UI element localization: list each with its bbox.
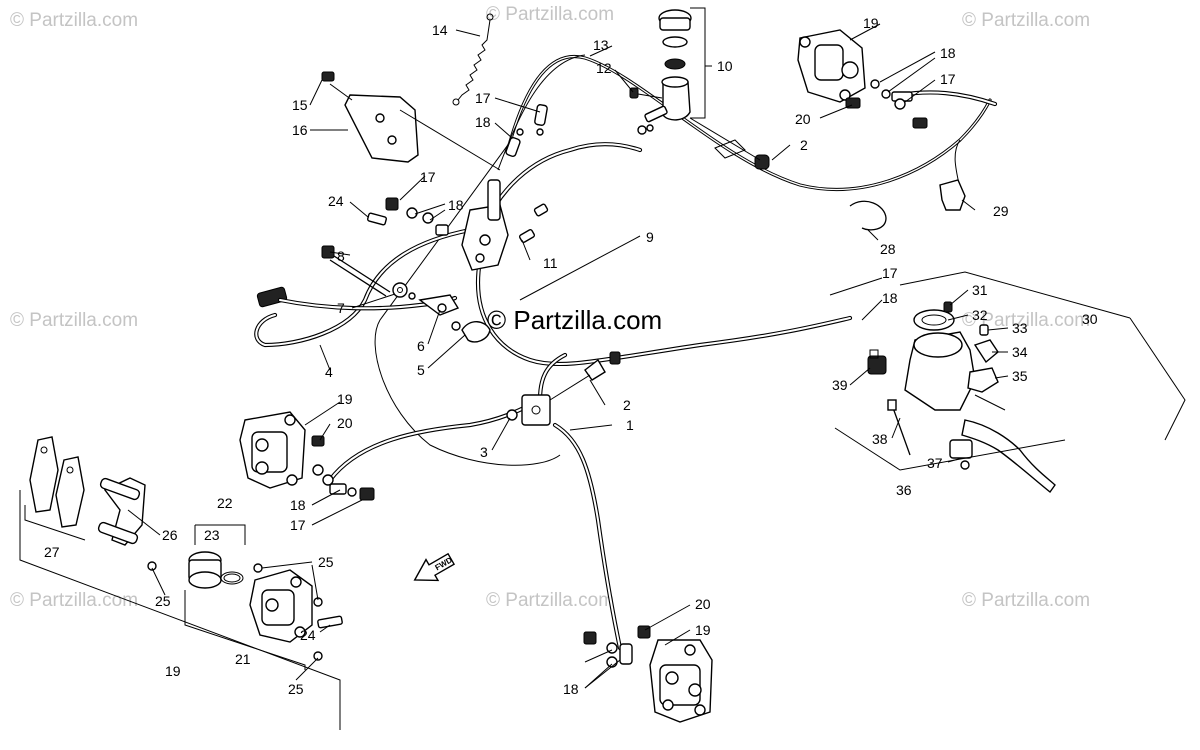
callout-17a: 17 — [475, 90, 491, 106]
callout-18a: 18 — [475, 114, 491, 130]
callout-12: 12 — [596, 60, 612, 76]
callout-17c: 17 — [420, 169, 436, 185]
callout-14: 14 — [432, 22, 448, 38]
callout-39: 39 — [832, 377, 848, 393]
callout-20b: 20 — [337, 415, 353, 431]
caliper-19-front-left — [239, 411, 375, 501]
callout-30: 30 — [1082, 311, 1098, 327]
callout-36: 36 — [896, 482, 912, 498]
callout-32: 32 — [972, 307, 988, 323]
callout-27: 27 — [44, 544, 60, 560]
callout-20c: 20 — [695, 596, 711, 612]
callout-15: 15 — [292, 97, 308, 113]
watermark-mid-left: © Partzilla.com — [10, 310, 138, 331]
callout-2a: 2 — [800, 137, 808, 153]
callout-22: 22 — [217, 495, 233, 511]
callout-24a: 24 — [328, 193, 344, 209]
callout-33: 33 — [1012, 320, 1028, 336]
watermark-mid-right: © Partzilla.com — [962, 310, 1090, 331]
watermark-bottom-right: © Partzilla.com — [962, 590, 1090, 611]
callout-5: 5 — [417, 362, 425, 378]
spring-14 — [452, 13, 494, 106]
callout-8: 8 — [337, 248, 345, 264]
ring-28 — [849, 200, 887, 231]
rear-master-cylinder — [461, 104, 549, 271]
callout-10: 10 — [717, 58, 733, 74]
watermark-top-right: © Partzilla.com — [962, 10, 1090, 31]
callout-7: 7 — [337, 300, 345, 316]
callout-18c: 18 — [448, 197, 464, 213]
callout-19b: 19 — [337, 391, 353, 407]
leader-lines — [127, 23, 1009, 689]
callout-18b: 18 — [940, 45, 956, 61]
callout-19c: 19 — [165, 663, 181, 679]
callout-29: 29 — [993, 203, 1009, 219]
callout-37: 37 — [927, 455, 943, 471]
front-master-cylinder-30 — [867, 301, 1056, 494]
assembly-brackets — [19, 7, 1186, 730]
caliper-19-top-right — [797, 29, 928, 129]
callout-9: 9 — [646, 229, 654, 245]
parking-brake-cable — [374, 54, 992, 466]
watermark-top-left: © Partzilla.com — [10, 10, 138, 31]
callout-4: 4 — [325, 364, 333, 380]
callout-11: 11 — [543, 255, 558, 271]
callout-17e: 17 — [290, 517, 306, 533]
callout-35: 35 — [1012, 368, 1028, 384]
callout-28: 28 — [880, 241, 896, 257]
callout-13: 13 — [593, 37, 609, 53]
caliper-21-lower-left — [147, 551, 343, 661]
bracket-16 — [321, 71, 501, 171]
watermark-center: © Partzilla.com — [487, 305, 662, 335]
callout-19a: 19 — [863, 15, 879, 31]
callout-17b: 17 — [940, 71, 956, 87]
callout-17d: 17 — [882, 265, 898, 281]
callout-25b: 25 — [155, 593, 171, 609]
callout-6: 6 — [417, 338, 425, 354]
callout-25a: 25 — [318, 554, 334, 570]
bolt-8 — [321, 245, 416, 300]
callout-21: 21 — [235, 651, 251, 667]
callout-3: 3 — [480, 444, 488, 460]
callout-16: 16 — [292, 122, 308, 138]
callout-layer: 14 13 10 12 17 18 15 16 19 18 17 20 2 29… — [44, 15, 1098, 697]
brake-pedal — [256, 286, 458, 311]
watermark-bottom-center: © Partzilla.com — [486, 590, 614, 611]
pedal-pivot — [418, 294, 491, 343]
hose-13-outline — [497, 54, 586, 171]
callout-34: 34 — [1012, 344, 1028, 360]
callout-38: 38 — [872, 431, 888, 447]
fwd-arrow-icon: FWD — [413, 552, 456, 582]
callout-31: 31 — [972, 282, 988, 298]
callout-2b: 2 — [623, 397, 631, 413]
tee-fitting — [506, 351, 621, 426]
caliper-19-bottom — [583, 625, 713, 723]
callout-18d: 18 — [882, 290, 898, 306]
callout-18f: 18 — [563, 681, 579, 697]
callout-20a: 20 — [795, 111, 811, 127]
bracket-26 — [97, 477, 146, 546]
watermark-layer: © Partzilla.com © Partzilla.com © Partzi… — [10, 4, 1090, 611]
callout-24b: 24 — [300, 627, 316, 643]
callout-18e: 18 — [290, 497, 306, 513]
reservoir-10 — [629, 9, 770, 170]
callout-26: 26 — [162, 527, 178, 543]
brake-pads-27 — [29, 436, 85, 528]
watermark-bottom-left: © Partzilla.com — [10, 590, 138, 611]
watermark-top-center: © Partzilla.com — [486, 4, 614, 25]
left-fittings — [367, 197, 449, 236]
clip-29 — [939, 179, 966, 211]
callout-23: 23 — [204, 527, 220, 543]
callout-25c: 25 — [288, 681, 304, 697]
callout-1: 1 — [626, 417, 634, 433]
callout-19d: 19 — [695, 622, 711, 638]
